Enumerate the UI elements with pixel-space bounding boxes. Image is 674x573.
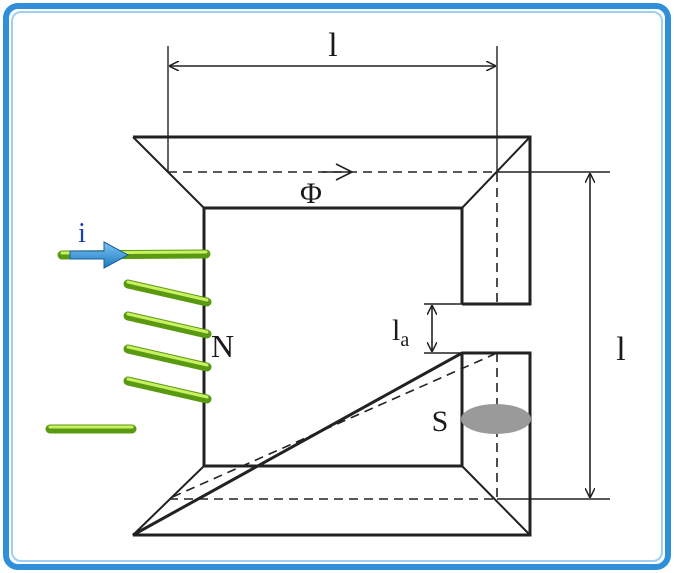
flux-label: Φ bbox=[300, 177, 322, 210]
outer-frame bbox=[3, 3, 671, 570]
gap-length-main: l bbox=[392, 314, 400, 347]
corner-line bbox=[132, 465, 205, 536]
coil-turn bbox=[123, 344, 212, 372]
coil-turn bbox=[123, 279, 212, 307]
current-arrow bbox=[69, 241, 130, 269]
cross-section-ellipse bbox=[461, 404, 531, 434]
area-label: S bbox=[432, 405, 449, 438]
corner-line bbox=[461, 136, 531, 209]
gap-length-label: la bbox=[392, 314, 409, 351]
inner-frame bbox=[11, 11, 663, 562]
turns-label: N bbox=[211, 328, 234, 364]
mean-path-dashed bbox=[167, 171, 498, 500]
corner-line bbox=[461, 465, 531, 536]
coil-winding bbox=[45, 249, 212, 434]
flux-arrow bbox=[322, 163, 354, 181]
current-label: i bbox=[78, 218, 86, 249]
right-length-label: l bbox=[616, 331, 625, 368]
coil-turn bbox=[123, 311, 212, 339]
top-length-label: l bbox=[328, 27, 337, 64]
coil-turn bbox=[123, 376, 212, 404]
gap-length-sub: a bbox=[400, 329, 409, 351]
